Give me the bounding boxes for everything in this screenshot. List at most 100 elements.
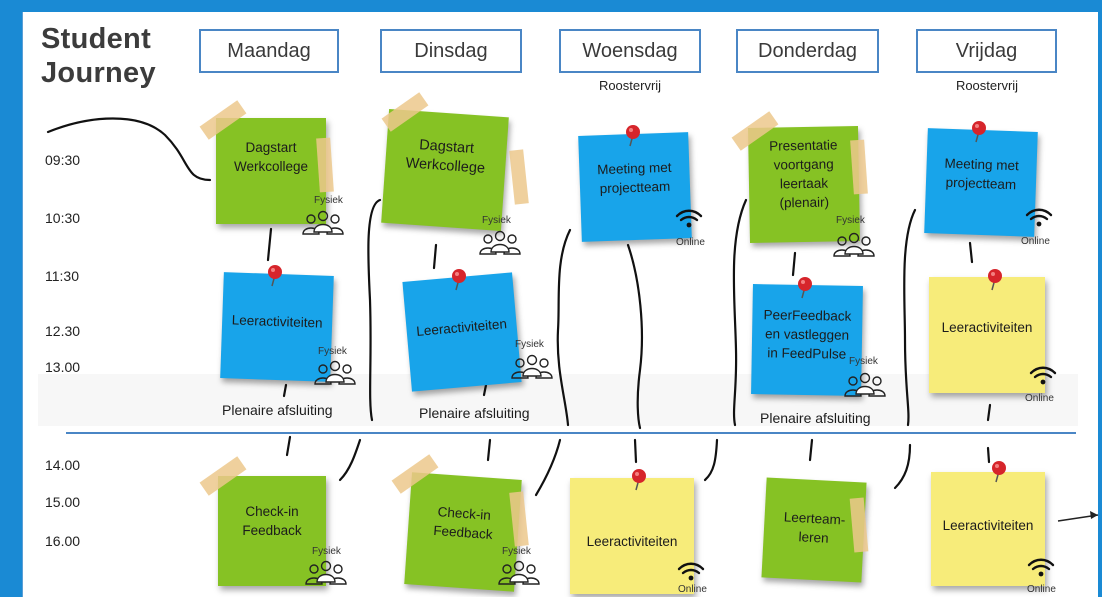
- connector: [285, 435, 292, 457]
- sticky-note-mon-dagstart: Dagstart Werkcollege: [216, 118, 326, 224]
- mode-label-online: Online: [1025, 393, 1054, 404]
- note-text: Leerteam-leren: [783, 509, 846, 546]
- title-line-1: Student: [41, 23, 152, 55]
- people-icon: [844, 372, 886, 397]
- roostervrij-woensdag: Roostervrij: [598, 78, 662, 93]
- connector: [338, 438, 362, 482]
- sticky-note-fri-leeractiviteiten-2: Leeractiviteiten: [931, 472, 1045, 586]
- time-label: 14.00: [45, 457, 81, 473]
- note-text: Check-in Feedback: [242, 504, 302, 538]
- sticky-note-mon-checkin: Check-in Feedback: [218, 476, 326, 586]
- wifi-icon: [677, 562, 705, 581]
- time-label: 10:30: [45, 210, 81, 226]
- connector: [482, 383, 488, 397]
- connector: [282, 383, 288, 398]
- note-text: Dagstart Werkcollege: [233, 140, 309, 174]
- note-text: Presentatie voortgang leertaak (plenair): [769, 136, 838, 210]
- day-header-woensdag: Woensdag: [559, 29, 701, 73]
- connector: [534, 438, 562, 497]
- wifi-icon: [675, 209, 703, 228]
- people-icon: [314, 360, 356, 385]
- wifi-icon: [1029, 366, 1057, 385]
- connector: [367, 198, 382, 422]
- start-curve: [46, 117, 212, 182]
- connector: [986, 403, 992, 422]
- pushpin-icon: [452, 269, 466, 291]
- mode-label-fysiek: Fysiek: [515, 339, 544, 350]
- roostervrij-vrijdag: Roostervrij: [955, 78, 1019, 93]
- mode-label-online: Online: [676, 237, 705, 248]
- pushpin-icon: [632, 469, 646, 491]
- note-text: Meeting met projectteam: [944, 155, 1020, 192]
- sticky-note-thu-leerteam: Leerteam-leren: [761, 477, 867, 583]
- mode-label-online: Online: [1021, 236, 1050, 247]
- note-text: Leeractiviteiten: [586, 533, 678, 549]
- time-label: 11:30: [45, 268, 79, 284]
- pushpin-icon: [626, 125, 640, 147]
- people-icon: [833, 232, 875, 257]
- wifi-icon: [1027, 558, 1055, 577]
- connector: [556, 228, 572, 427]
- top-edge-bar: [22, 0, 1102, 12]
- right-edge-bar: [1098, 0, 1102, 597]
- sticky-note-fri-meeting: Meeting met projectteam: [924, 128, 1038, 237]
- people-icon: [511, 354, 553, 379]
- time-label: 13.00: [45, 359, 81, 375]
- connector: [893, 443, 912, 490]
- note-text: PeerFeedback en vastleggen in FeedPulse: [763, 306, 852, 362]
- sticky-note-fri-leeractiviteiten: Leeractiviteiten: [929, 277, 1045, 393]
- time-label: 15.00: [45, 494, 81, 510]
- note-text: Meeting met projectteam: [596, 159, 672, 197]
- note-text: Dagstart Werkcollege: [405, 137, 486, 177]
- note-text: Leeractiviteiten: [942, 517, 1034, 533]
- connector: [732, 198, 748, 427]
- mode-label-fysiek: Fysiek: [314, 195, 343, 206]
- connector: [968, 241, 974, 264]
- closing-label-donderdag: Plenaire afsluiting: [760, 410, 871, 426]
- left-edge-bar: [0, 0, 22, 597]
- time-label: 16.00: [45, 533, 81, 549]
- connector: [986, 446, 991, 464]
- day-header-dinsdag: Dinsdag: [380, 29, 522, 73]
- pushpin-icon: [798, 277, 812, 299]
- connector: [791, 251, 797, 277]
- board-frame: [22, 12, 1098, 597]
- grey-band: [38, 374, 1078, 426]
- note-text: Leeractiviteiten: [231, 311, 323, 331]
- connector: [486, 438, 492, 462]
- mode-label-fysiek: Fysiek: [482, 215, 511, 226]
- connector: [903, 208, 917, 427]
- pushpin-icon: [988, 269, 1002, 291]
- connector: [626, 243, 644, 430]
- mode-label-online: Online: [1027, 584, 1056, 595]
- closing-label-maandag: Plenaire afsluiting: [222, 402, 333, 418]
- connector: [633, 438, 638, 464]
- people-icon: [498, 560, 540, 585]
- wifi-icon: [1025, 208, 1053, 227]
- note-text: Leeractiviteiten: [941, 319, 1033, 335]
- day-header-donderdag: Donderdag: [736, 29, 879, 73]
- time-label: 09:30: [45, 152, 81, 168]
- note-text: Leeractiviteiten: [415, 315, 508, 339]
- mode-label-online: Online: [678, 584, 707, 595]
- pushpin-icon: [268, 265, 282, 287]
- afternoon-divider: [66, 432, 1076, 434]
- note-text: Check-in Feedback: [432, 504, 494, 543]
- people-icon: [305, 560, 347, 585]
- connector: [266, 227, 273, 262]
- mode-label-fysiek: Fysiek: [849, 356, 878, 367]
- title-line-2: Journey: [41, 57, 156, 89]
- pushpin-icon: [992, 461, 1006, 483]
- sticky-note-tue-dagstart: Dagstart Werkcollege: [381, 108, 509, 232]
- page-title: Student Journey: [41, 22, 156, 90]
- connector: [808, 438, 814, 462]
- time-label: 12.30: [45, 323, 81, 339]
- mode-label-fysiek: Fysiek: [836, 215, 865, 226]
- connector: [432, 243, 438, 270]
- mode-label-fysiek: Fysiek: [502, 546, 531, 557]
- day-header-maandag: Maandag: [199, 29, 339, 73]
- closing-label-dinsdag: Plenaire afsluiting: [419, 405, 530, 421]
- mode-label-fysiek: Fysiek: [312, 546, 341, 557]
